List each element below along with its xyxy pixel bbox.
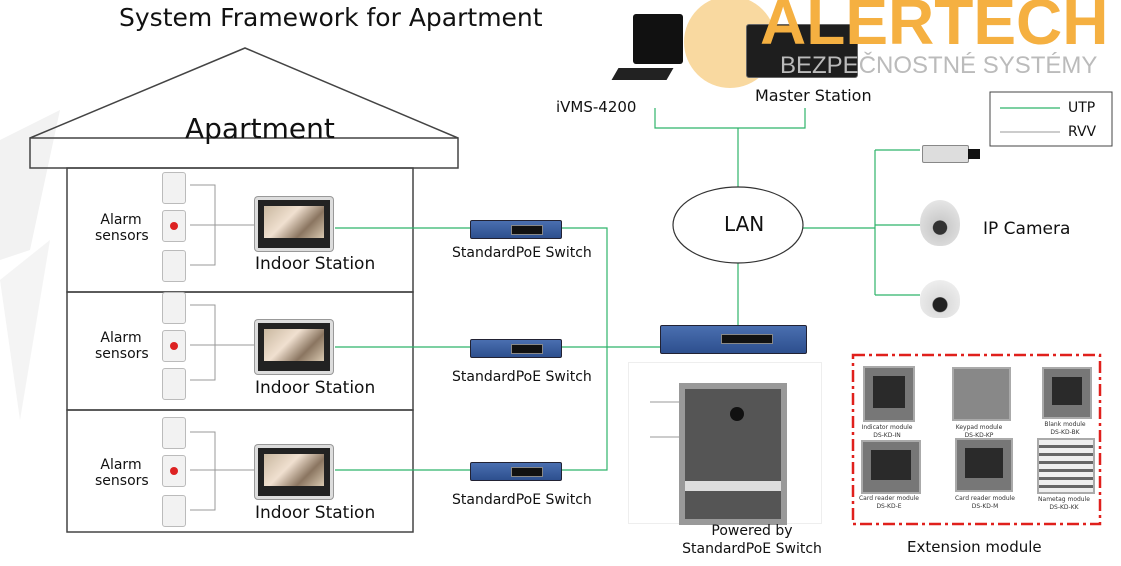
module-model: DS-KD-BK: [1050, 429, 1080, 436]
ip-camera-label: IP Camera: [983, 219, 1071, 239]
module-name: Card reader module: [954, 495, 1015, 502]
poe-switch-label: StandardPoE Switch: [452, 492, 592, 508]
blank-module-icon: [1042, 367, 1092, 419]
indoor-station-icon: [255, 445, 333, 499]
ivms-label: iVMS-4200: [556, 98, 637, 116]
card-reader-module-icon: [955, 438, 1013, 492]
indoor-station-icon: [255, 320, 333, 374]
alarm-sensors-label: Alarm sensors: [95, 330, 149, 362]
module-model: DS-KD-IN: [873, 432, 901, 439]
watermark-brand: ALERTECH: [760, 0, 1109, 58]
door-station-label: Powered by StandardPoE Switch: [682, 523, 822, 557]
background-decoration: [0, 240, 50, 420]
dome-camera-icon: [920, 280, 960, 318]
indoor-station-label: Indoor Station: [255, 503, 376, 523]
pir-sensor-icon: [162, 292, 186, 324]
ptz-camera-icon: [920, 200, 960, 246]
utp-wires: [335, 107, 1060, 471]
module-model: DS-KD-M: [971, 503, 999, 510]
floor-3: [66, 409, 414, 533]
keypad-module-icon: [952, 367, 1011, 421]
master-station-icon: [746, 24, 858, 78]
nametag-module-icon: [1037, 438, 1095, 494]
pir-sensor-icon: [162, 417, 186, 449]
panic-button-icon: [162, 330, 186, 362]
extension-module-box: [851, 353, 1102, 526]
bullet-camera-icon: [922, 145, 980, 163]
main-poe-switch-icon: [660, 325, 807, 354]
door-station-icon: [679, 383, 787, 525]
panic-button-icon: [162, 210, 186, 242]
module-model: DS-KD-KK: [1049, 504, 1079, 511]
poe-switch-icon: [470, 339, 562, 358]
module-name: Indicator module: [861, 424, 913, 431]
legend-utp-label: UTP: [1068, 100, 1096, 116]
poe-switch-icon: [470, 220, 562, 239]
door-station-panel: [628, 362, 822, 525]
background-decoration: [0, 110, 60, 260]
card-reader-module-icon: [861, 440, 921, 494]
module-name: Card reader module: [858, 495, 919, 502]
door-sensor-icon: [162, 250, 186, 282]
page-title: System Framework for Apartment: [119, 3, 543, 32]
house-roof: [29, 47, 459, 139]
indoor-station-icon: [255, 197, 333, 251]
pc-monitor-icon: [633, 14, 683, 64]
lan-cloud: [672, 186, 804, 264]
master-station-label: Master Station: [755, 86, 872, 105]
poe-switch-label: StandardPoE Switch: [452, 245, 592, 261]
indoor-station-label: Indoor Station: [255, 378, 376, 398]
legend-box: [989, 91, 1113, 147]
module-name: Keypad module: [955, 424, 1003, 431]
keyboard-icon: [611, 68, 674, 80]
extension-module-label: Extension module: [907, 538, 1042, 556]
module-model: DS-KD-KP: [964, 432, 994, 439]
watermark-tagline: BEZPEČNOSTNÉ SYSTÉMY: [780, 52, 1098, 79]
module-model: DS-KD-E: [876, 503, 902, 510]
poe-switch-label: StandardPoE Switch: [452, 369, 592, 385]
house-label: Apartment: [185, 112, 335, 145]
indicator-module-icon: [863, 366, 915, 422]
pir-sensor-icon: [162, 172, 186, 204]
module-name: Nametag module: [1038, 496, 1090, 503]
indoor-station-label: Indoor Station: [255, 254, 376, 274]
lan-label: LAN: [724, 212, 765, 236]
panic-button-icon: [162, 455, 186, 487]
alarm-sensors-label: Alarm sensors: [95, 212, 149, 244]
poe-switch-icon: [470, 462, 562, 481]
door-sensor-icon: [162, 495, 186, 527]
door-sensor-icon: [162, 368, 186, 400]
legend-rvv-label: RVV: [1068, 124, 1097, 140]
alarm-sensors-label: Alarm sensors: [95, 457, 149, 489]
module-name: Blank module: [1044, 421, 1086, 428]
